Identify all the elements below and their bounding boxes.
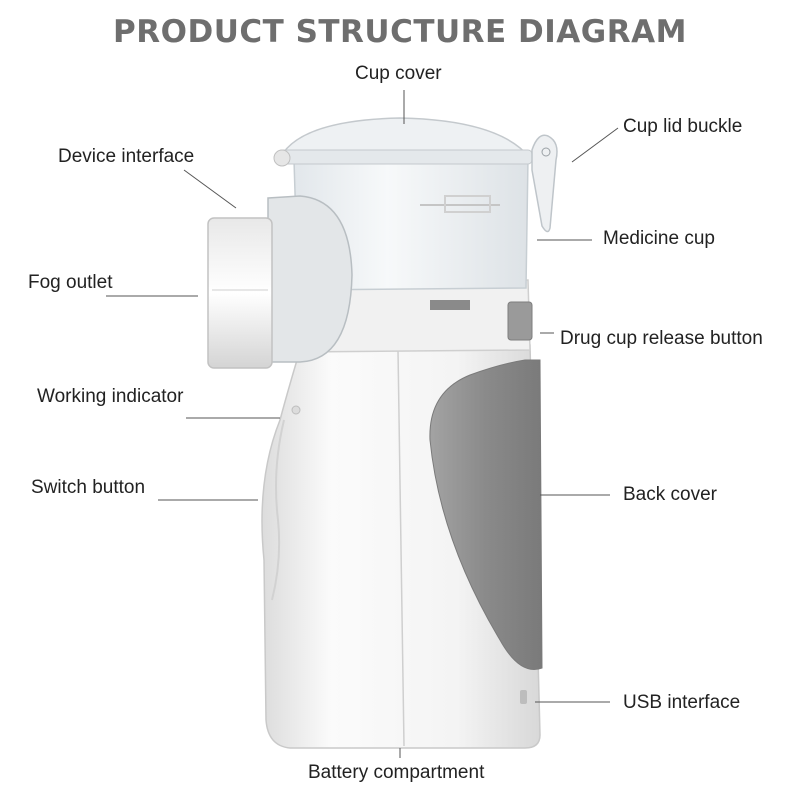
leader-cup-lid-buckle xyxy=(571,127,619,163)
label-medicine-cup: Medicine cup xyxy=(603,228,715,249)
leader-lines xyxy=(106,90,619,758)
body-seam xyxy=(397,349,405,747)
lid-hinge xyxy=(273,149,291,167)
fog-outlet xyxy=(207,217,273,369)
label-back-cover: Back cover xyxy=(623,484,717,505)
drug-cup-release-button[interactable] xyxy=(507,301,533,341)
label-cup-cover: Cup cover xyxy=(355,63,442,84)
cup-cover-lid xyxy=(278,117,532,159)
label-device-interface: Device interface xyxy=(58,146,195,167)
label-fog-outlet: Fog outlet xyxy=(28,272,113,293)
label-drug-cup-release-button: Drug cup release button xyxy=(560,328,763,349)
leader-device-interface xyxy=(183,169,237,209)
label-working-indicator: Working indicator xyxy=(37,386,184,407)
label-switch-button: Switch button xyxy=(31,477,146,498)
collar-slot xyxy=(430,300,470,310)
working-indicator-light xyxy=(291,405,301,415)
grip-curve xyxy=(271,419,285,601)
back-cover-panel xyxy=(429,359,543,670)
cup-lid-buckle[interactable] xyxy=(531,134,558,233)
usb-port xyxy=(520,690,527,704)
buckle-pin xyxy=(541,147,551,157)
device-interface-ring xyxy=(267,195,353,363)
label-usb-interface: USB interface xyxy=(623,692,741,713)
cup-cover-rim xyxy=(277,149,533,165)
label-battery-compartment: Battery compartment xyxy=(308,762,485,783)
cup-scale-mark xyxy=(444,195,491,213)
label-cup-lid-buckle: Cup lid buckle xyxy=(623,116,743,137)
diagram-title: PRODUCT STRUCTURE DIAGRAM xyxy=(113,14,687,50)
